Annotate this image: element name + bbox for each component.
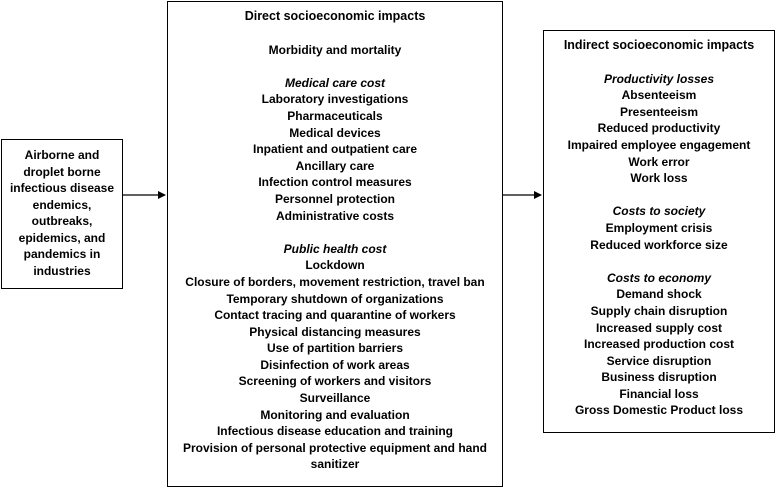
- indirect-impacts-title: Indirect socioeconomic impacts: [563, 38, 755, 52]
- public-health-item: Disinfection of work areas: [260, 357, 410, 372]
- direct-impacts-box: Direct socioeconomic impacts Morbidity a…: [167, 1, 503, 487]
- medical-cost-item: Pharmaceuticals: [287, 108, 383, 123]
- economy-item: Supply chain disruption: [590, 303, 728, 318]
- economy-item: Business disruption: [601, 370, 717, 385]
- source-line: outbreaks,: [31, 214, 93, 228]
- productivity-item: Work error: [628, 154, 690, 169]
- medical-cost-item: Laboratory investigations: [261, 92, 409, 107]
- public-health-item: Physical distancing measures: [249, 324, 421, 339]
- medical-care-cost-heading: Medical care cost: [284, 75, 386, 90]
- morbidity-mortality: Morbidity and mortality: [268, 42, 402, 57]
- source-line: Airborne and: [24, 148, 100, 162]
- medical-cost-item: Medical devices: [289, 125, 381, 140]
- source-line: pandemics in: [23, 247, 101, 261]
- medical-cost-item: Infection control measures: [258, 175, 412, 190]
- costs-to-society-heading: Costs to society: [612, 204, 706, 219]
- economy-item: Gross Domestic Product loss: [574, 403, 744, 418]
- medical-cost-item: Administrative costs: [275, 208, 395, 223]
- society-item: Employment crisis: [605, 220, 713, 235]
- public-health-item: Surveillance: [299, 391, 371, 406]
- medical-cost-item: Ancillary care: [295, 158, 375, 173]
- public-health-item: Screening of workers and visitors: [238, 374, 432, 389]
- society-item: Reduced workforce size: [590, 237, 728, 252]
- indirect-impacts-box: Indirect socioeconomic impacts Productiv…: [543, 30, 775, 433]
- medical-cost-item: Personnel protection: [274, 191, 396, 206]
- public-health-item: Closure of borders, movement restriction…: [185, 274, 485, 289]
- public-health-item: Monitoring and evaluation: [260, 407, 410, 422]
- direct-impacts-title: Direct socioeconomic impacts: [244, 9, 426, 23]
- medical-cost-item: Inpatient and outpatient care: [252, 142, 417, 157]
- economy-item: Increased supply cost: [595, 320, 723, 335]
- public-health-cost-heading: Public health cost: [283, 241, 387, 256]
- public-health-item: Lockdown: [305, 258, 365, 273]
- source-line: industries: [33, 263, 91, 278]
- economy-item: Financial loss: [619, 386, 699, 401]
- productivity-item: Reduced productivity: [597, 121, 721, 136]
- public-health-item: sanitizer: [310, 457, 360, 472]
- economy-item: Increased production cost: [583, 337, 735, 352]
- productivity-item: Absenteeism: [621, 88, 697, 103]
- source-line: epidemics, and: [18, 230, 106, 245]
- productivity-item: Presenteeism: [619, 104, 699, 119]
- source-line: droplet borne: [23, 164, 101, 179]
- economy-item: Demand shock: [616, 287, 702, 302]
- public-health-item: Contact tracing and quarantine of worker…: [214, 308, 456, 323]
- source-line: infectious disease: [9, 181, 115, 195]
- productivity-losses-heading: Productivity losses: [603, 71, 715, 86]
- costs-to-economy-heading: Costs to economy: [606, 270, 711, 285]
- productivity-item: Impaired employee engagement: [567, 137, 751, 152]
- public-health-item: Use of partition barriers: [266, 341, 404, 356]
- public-health-item: Infectious disease education and trainin…: [216, 424, 454, 439]
- public-health-item: Temporary shutdown of organizations: [226, 291, 444, 306]
- productivity-item: Work loss: [630, 171, 688, 186]
- source-box: Airborne and droplet borne infectious di…: [1, 139, 123, 289]
- economy-item: Service disruption: [606, 353, 712, 368]
- public-health-item: Provision of personal protective equipme…: [182, 440, 488, 455]
- source-line: endemics,: [32, 197, 92, 212]
